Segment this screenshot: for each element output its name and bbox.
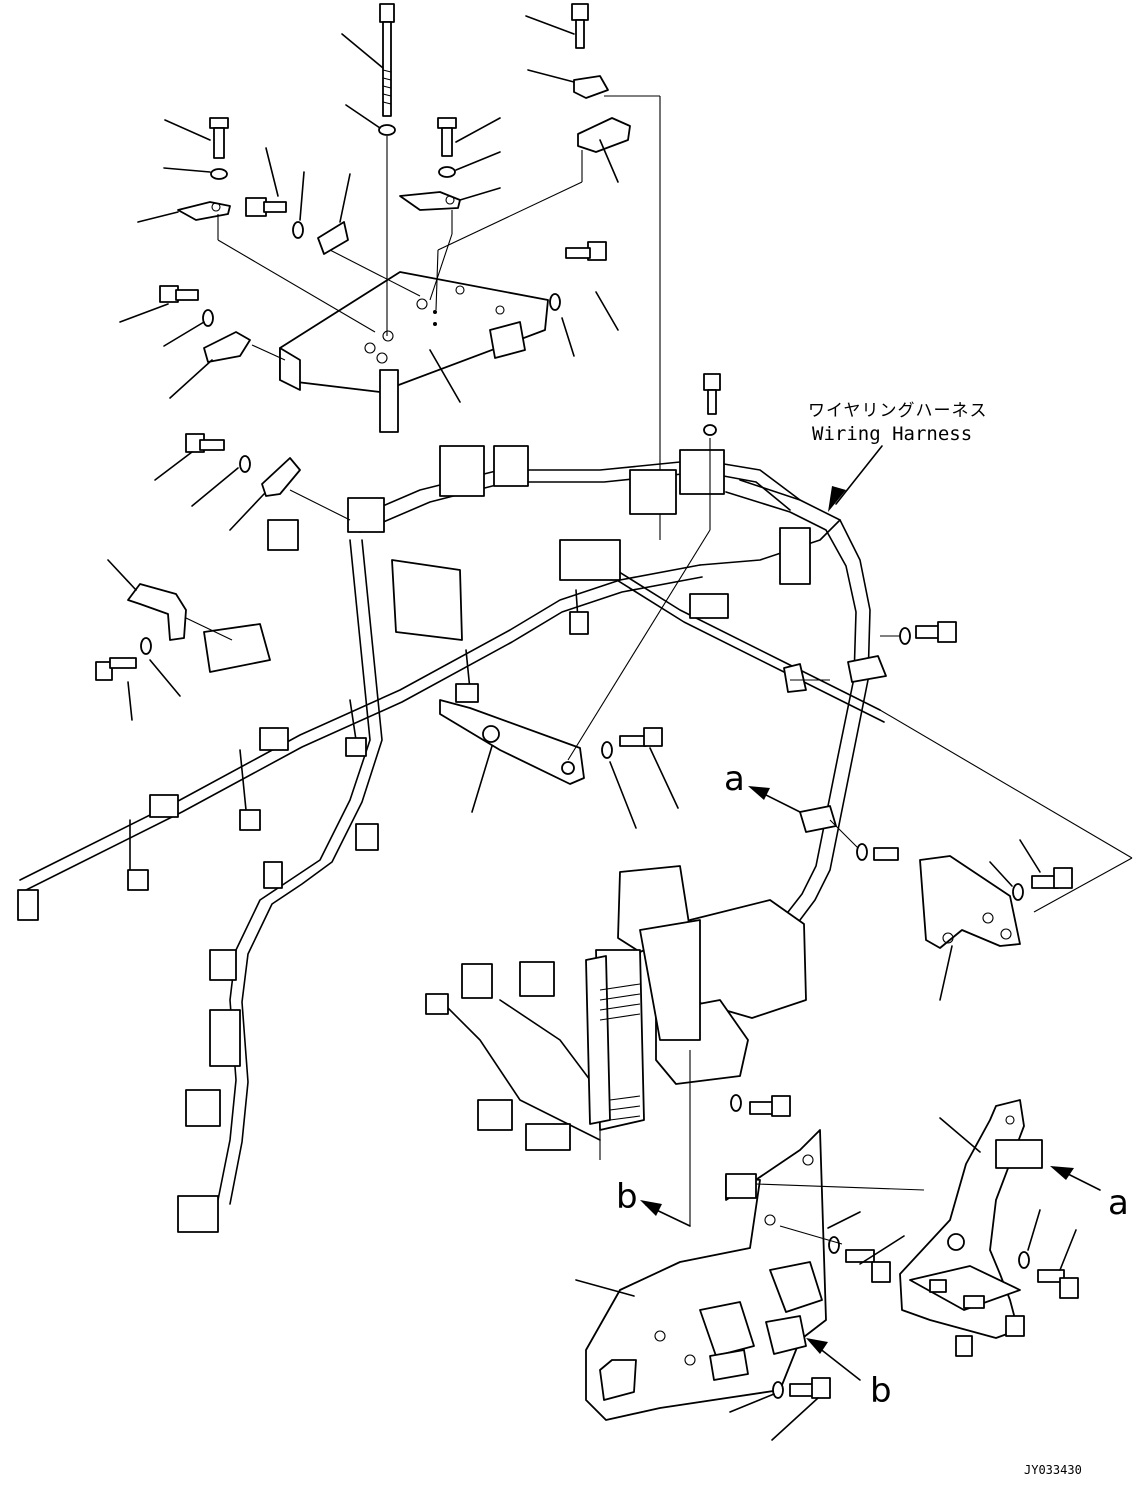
bolt-center <box>703 373 721 530</box>
harness-connectors <box>17 445 811 1233</box>
ref-arrow-b-right <box>806 1338 861 1381</box>
bolt-washer-bracket-right <box>549 241 619 357</box>
harness-label-en: Wiring Harness <box>812 423 972 445</box>
ref-label-b-left: b <box>616 1177 638 1217</box>
bracket-lower-left <box>575 1129 925 1441</box>
long-bolt <box>341 3 396 136</box>
sensor-top <box>525 3 631 183</box>
strip-bracket-middle <box>439 529 711 829</box>
ref-arrow-a-upper <box>748 786 801 813</box>
cable-clamps-right <box>783 655 899 861</box>
controller-assembly <box>425 865 807 1226</box>
ref-arrow-b-left <box>640 1200 691 1227</box>
bolt-washer-clamp-group-left <box>137 117 351 255</box>
bolt-washer-clamp-group-right <box>399 117 501 211</box>
harness-label-jp: ワイヤリングハーネス <box>808 401 988 421</box>
ref-label-b-right: b <box>870 1371 892 1411</box>
drawing-code: JY033430 <box>1024 1463 1082 1477</box>
bolt-washer-clamp-bracket-left <box>119 285 251 399</box>
clip-left <box>95 559 233 721</box>
ref-label-a-upper: a <box>724 759 745 799</box>
harness-leader <box>828 445 883 512</box>
bolt-washer-clamp-mid-left <box>154 433 351 531</box>
ref-arrow-a-lower <box>1050 1166 1101 1191</box>
bolt-washer-right <box>880 621 957 645</box>
bracket-lower-right <box>899 1099 1079 1357</box>
bracket-plate-right <box>790 679 1133 1001</box>
wiring-harness <box>19 459 885 1205</box>
top-mounting-bracket <box>279 271 549 433</box>
ref-label-a-lower: a <box>1108 1183 1129 1223</box>
